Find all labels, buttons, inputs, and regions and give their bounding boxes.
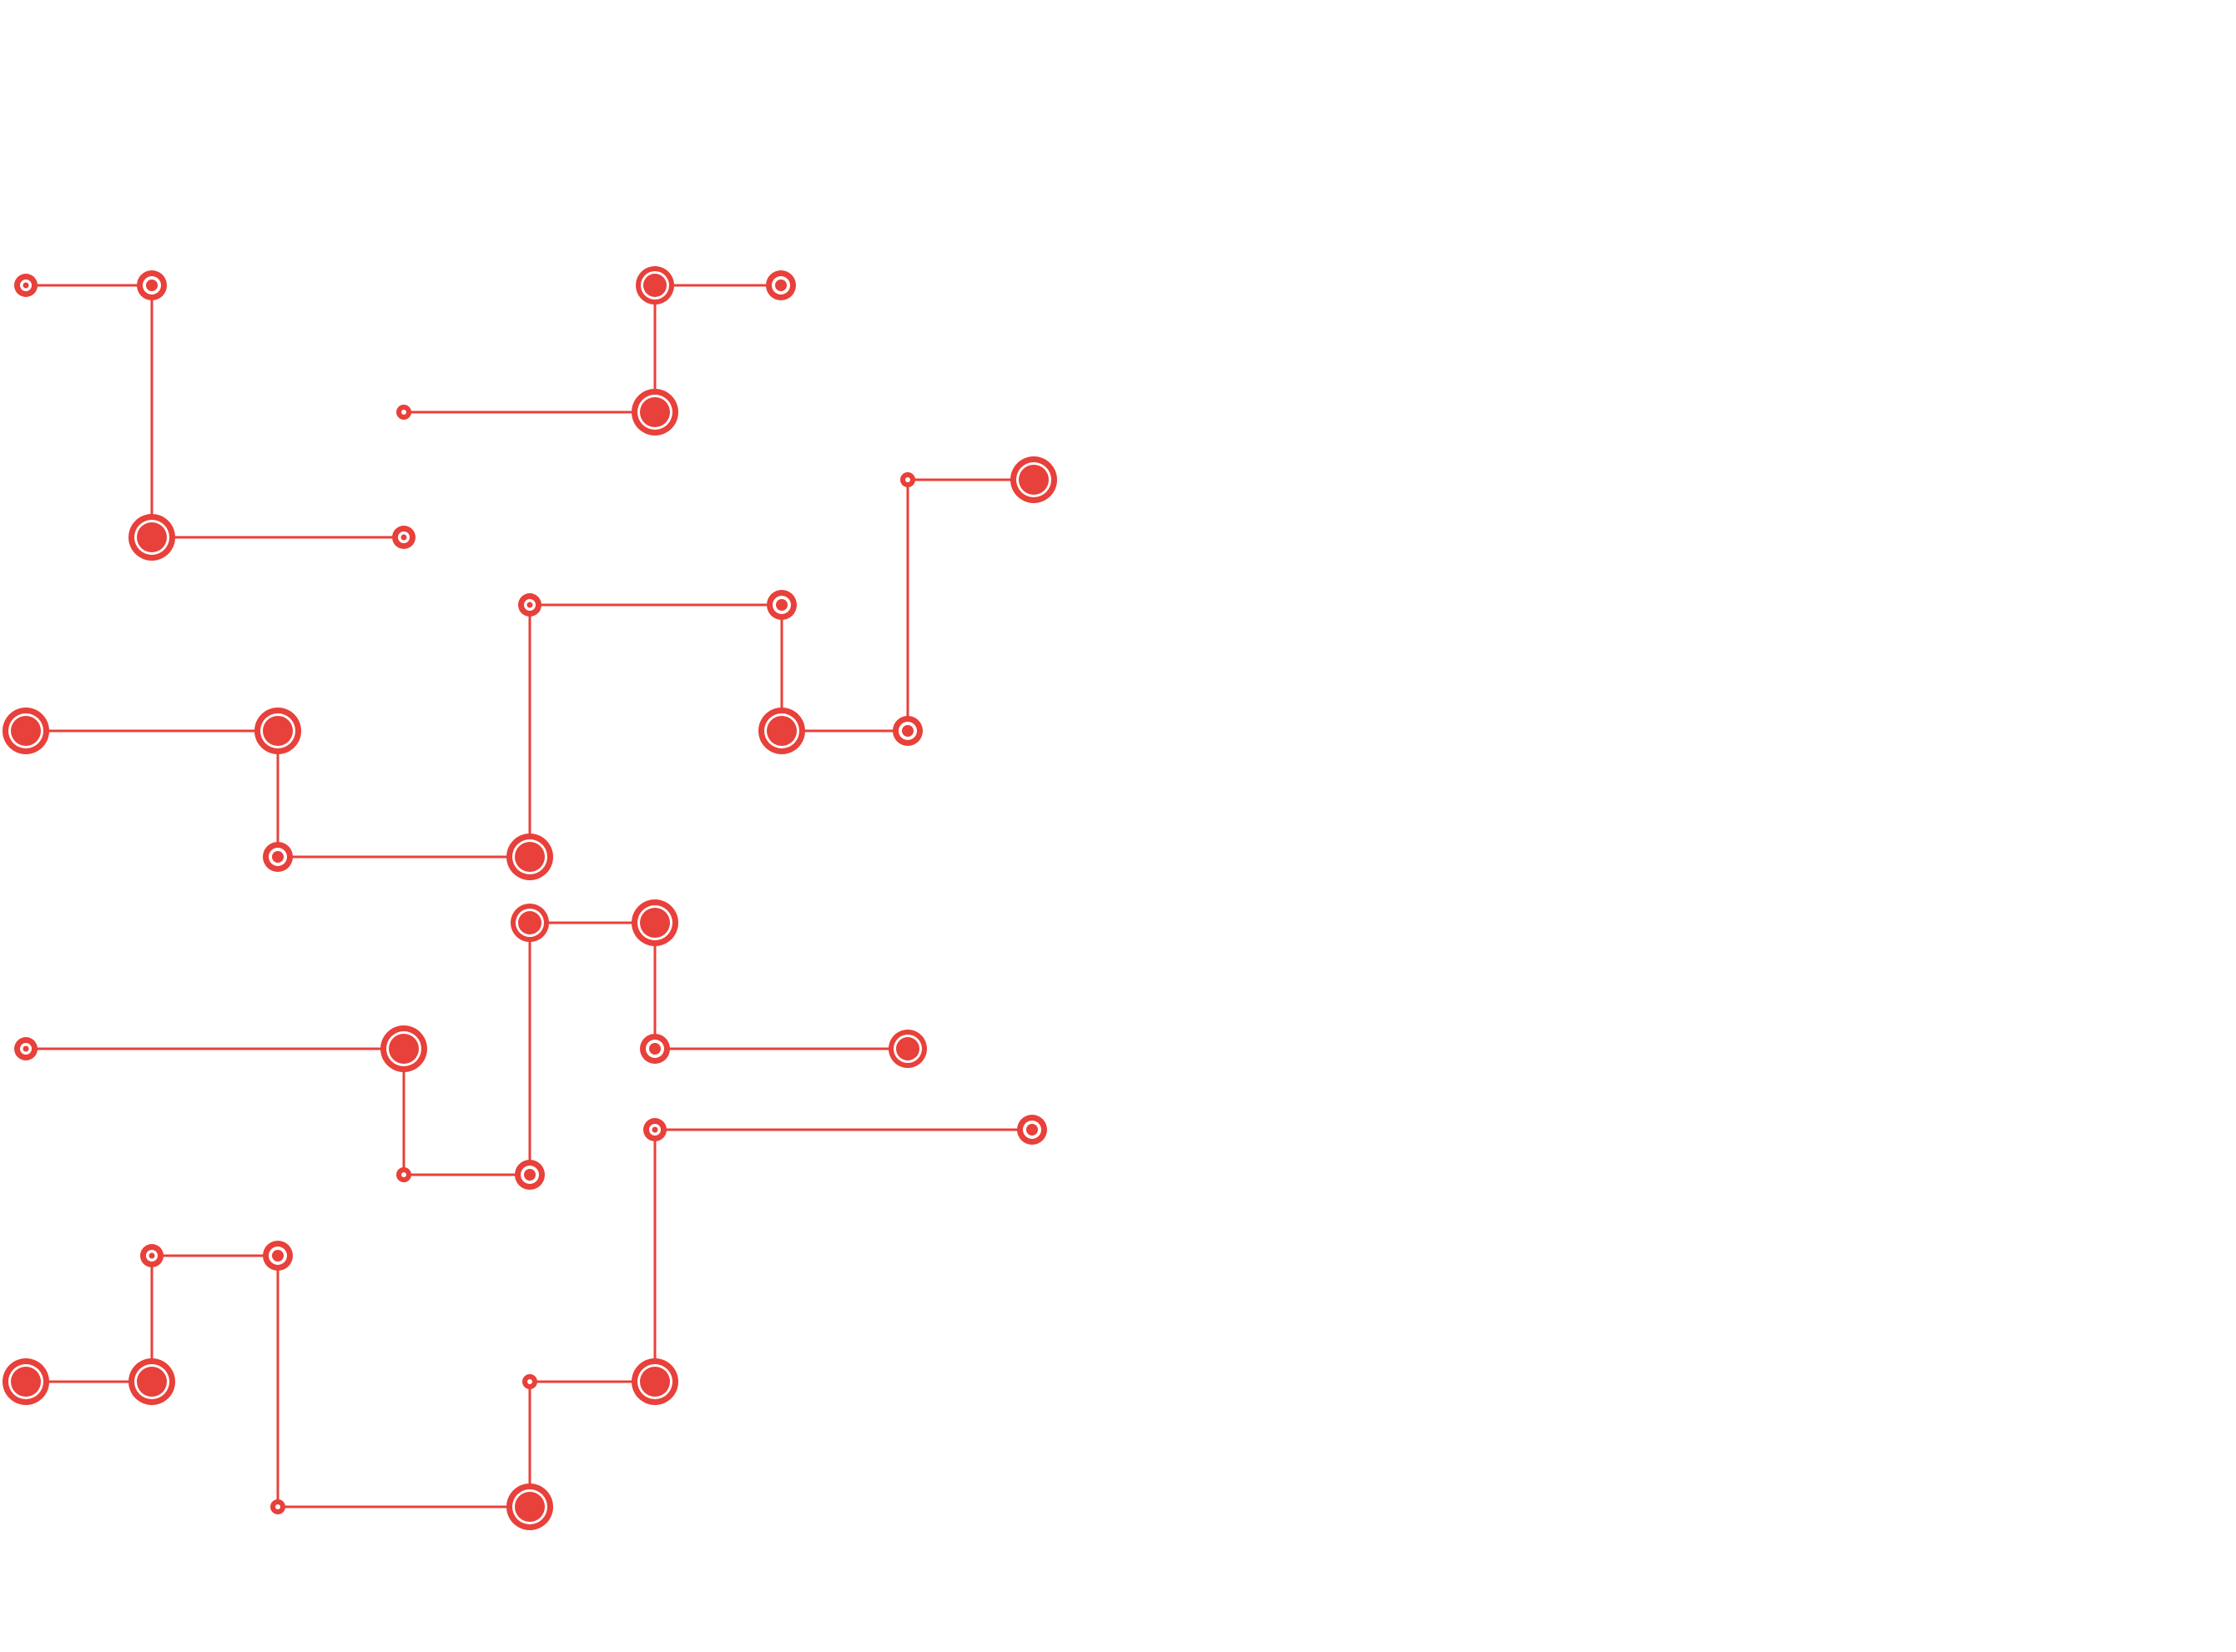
trace-2-node-2 bbox=[632, 389, 678, 436]
trace-1-node-4-core bbox=[400, 534, 407, 541]
trace-5-node-3 bbox=[263, 842, 293, 872]
trace-2-node-4 bbox=[766, 270, 796, 300]
trace-1-node-2-core bbox=[146, 280, 158, 291]
trace-4-node-4 bbox=[893, 716, 923, 746]
trace-8-node-2-core bbox=[1026, 1124, 1038, 1136]
trace-5-node-1-core bbox=[11, 716, 41, 746]
trace-9-node-1-core bbox=[11, 1367, 41, 1397]
trace-7-node-3 bbox=[640, 1034, 670, 1064]
trace-7-node-3-core bbox=[649, 1043, 661, 1055]
trace-6-node-1-core bbox=[23, 1045, 29, 1052]
trace-3-node-1-center bbox=[905, 477, 910, 482]
trace-4-node-1-core bbox=[526, 602, 533, 608]
trace-5-node-2 bbox=[254, 708, 301, 754]
trace-7-line bbox=[530, 921, 908, 1050]
trace-5-node-2-core bbox=[263, 716, 293, 746]
trace-9-node-2-core bbox=[137, 1367, 167, 1397]
trace-8-node-2 bbox=[1017, 1115, 1047, 1145]
trace-6-node-3-center bbox=[401, 1172, 406, 1177]
trace-5-node-1 bbox=[3, 708, 49, 754]
trace-2-node-1 bbox=[396, 405, 411, 420]
trace-6-node-2-core bbox=[389, 1034, 419, 1064]
trace-9-line bbox=[26, 1254, 278, 1383]
trace-10-line bbox=[278, 1380, 655, 1508]
trace-4-node-4-core bbox=[902, 725, 914, 737]
trace-9-node-3 bbox=[140, 1244, 164, 1267]
trace-nodes bbox=[3, 266, 1057, 1530]
trace-1-node-1 bbox=[14, 274, 38, 297]
trace-10-node-3-center bbox=[527, 1379, 532, 1384]
trace-1-node-1-core bbox=[23, 282, 29, 289]
trace-1-line bbox=[26, 284, 404, 539]
trace-7-node-2-core bbox=[640, 908, 670, 938]
trace-3-node-1 bbox=[900, 472, 915, 487]
trace-1-node-4 bbox=[392, 526, 415, 549]
trace-9-node-4-core bbox=[272, 1250, 284, 1262]
trace-7-node-1 bbox=[511, 904, 549, 942]
trace-3-node-2-core bbox=[1019, 465, 1049, 495]
trace-6-node-4 bbox=[515, 1160, 545, 1190]
trace-7-node-4-core bbox=[896, 1037, 919, 1060]
trace-1-node-3-core bbox=[137, 522, 167, 552]
trace-9-node-2 bbox=[128, 1358, 175, 1405]
trace-5-node-4 bbox=[506, 834, 553, 880]
trace-2-node-3 bbox=[636, 266, 674, 305]
trace-8-node-1 bbox=[643, 1118, 667, 1141]
trace-5-node-4-core bbox=[515, 842, 545, 872]
trace-10-node-1 bbox=[270, 1499, 285, 1514]
trace-1-node-3 bbox=[128, 514, 175, 561]
trace-7-node-1-core bbox=[518, 911, 541, 934]
trace-3-node-2 bbox=[1010, 456, 1057, 503]
trace-4-node-3-core bbox=[767, 716, 797, 746]
trace-4-node-3 bbox=[758, 708, 805, 754]
trace-2-node-1-center bbox=[401, 410, 406, 415]
trace-4-node-2 bbox=[767, 590, 797, 620]
trace-10-node-4-core bbox=[640, 1367, 670, 1397]
trace-9-node-1 bbox=[3, 1358, 49, 1405]
trace-10-node-2-core bbox=[515, 1492, 545, 1522]
trace-6-node-2 bbox=[380, 1025, 427, 1072]
trace-4-line bbox=[530, 603, 908, 733]
trace-lines bbox=[26, 284, 1034, 1508]
trace-10-node-4 bbox=[632, 1358, 678, 1405]
trace-2-node-3-core bbox=[643, 274, 667, 297]
trace-2-node-2-core bbox=[640, 397, 670, 427]
trace-8-node-1-core bbox=[652, 1126, 658, 1133]
trace-6-node-3 bbox=[396, 1167, 411, 1182]
trace-2-line bbox=[404, 284, 781, 414]
trace-6-node-1 bbox=[14, 1037, 38, 1060]
trace-9-node-3-core bbox=[149, 1252, 155, 1259]
trace-4-node-2-core bbox=[776, 599, 788, 611]
trace-10-node-2 bbox=[506, 1483, 553, 1530]
trace-10-node-3 bbox=[522, 1374, 537, 1389]
trace-6-line bbox=[26, 1047, 530, 1176]
trace-4-node-1 bbox=[518, 593, 541, 617]
trace-6-node-4-core bbox=[524, 1169, 536, 1181]
trace-1-node-2 bbox=[137, 270, 167, 300]
trace-5-line bbox=[26, 729, 530, 859]
trace-5-node-3-core bbox=[272, 851, 284, 863]
trace-2-node-4-core bbox=[775, 280, 787, 291]
trace-10-node-1-center bbox=[275, 1504, 280, 1509]
trace-7-node-2 bbox=[632, 899, 678, 946]
trace-9-node-4 bbox=[263, 1241, 293, 1271]
trace-7-node-4 bbox=[889, 1030, 927, 1068]
